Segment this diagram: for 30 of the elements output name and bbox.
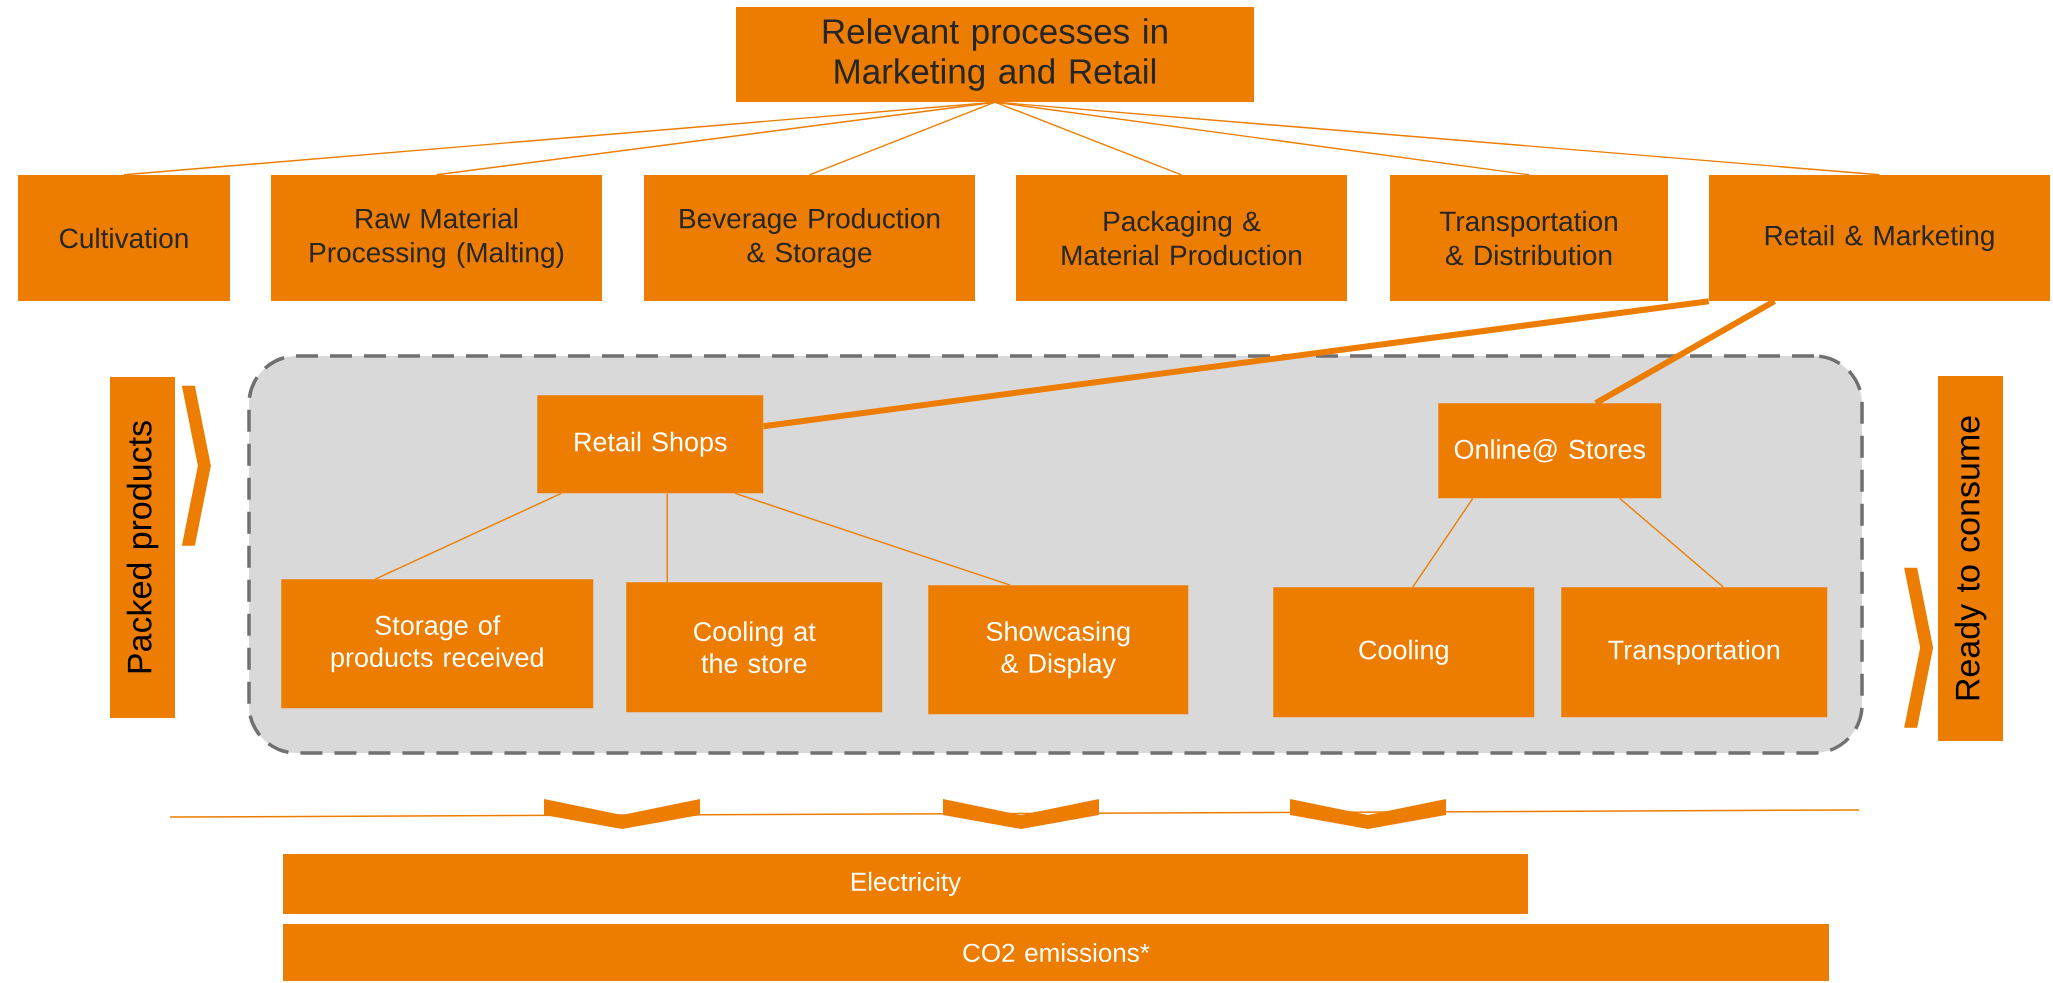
connector-line [808, 101, 996, 176]
process-box: Retail Shops [537, 395, 764, 494]
process-box: Transportation [1561, 587, 1828, 718]
connector-line [666, 492, 668, 583]
summary-bar: CO2 emissions* [283, 924, 1829, 981]
process-box: Online@ Stores [1438, 403, 1662, 499]
process-box: Cultivation [18, 175, 230, 301]
process-box: Beverage Production & Storage [644, 175, 975, 301]
connector-line [763, 298, 1710, 430]
process-box: Showcasing & Display [928, 585, 1189, 715]
side-label-box: Packed products [110, 377, 175, 718]
connector-line [994, 101, 1881, 176]
process-box: Cooling [1273, 587, 1535, 718]
chevron-arrow [1904, 567, 1934, 728]
title-box: Relevant processes in Marketing and Retail [736, 7, 1254, 102]
process-box: Raw Material Processing (Malting) [271, 175, 602, 301]
connector-line [994, 101, 1183, 176]
side-label-box: Ready to consume [1938, 376, 2003, 741]
connector-line [1594, 298, 1776, 406]
summary-bar: Electricity [283, 854, 1528, 914]
process-box: Retail & Marketing [1709, 175, 2050, 301]
chevron-arrow [181, 385, 211, 546]
process-box: Transportation & Distribution [1390, 175, 1668, 301]
connector-line [374, 492, 562, 580]
connector-line [1619, 497, 1724, 588]
process-box: Storage of products received [281, 579, 594, 709]
process-box: Cooling at the store [626, 582, 883, 713]
connector-line [1412, 497, 1474, 588]
process-box: Packaging & Material Production [1016, 175, 1347, 301]
connector-line [734, 492, 1011, 586]
